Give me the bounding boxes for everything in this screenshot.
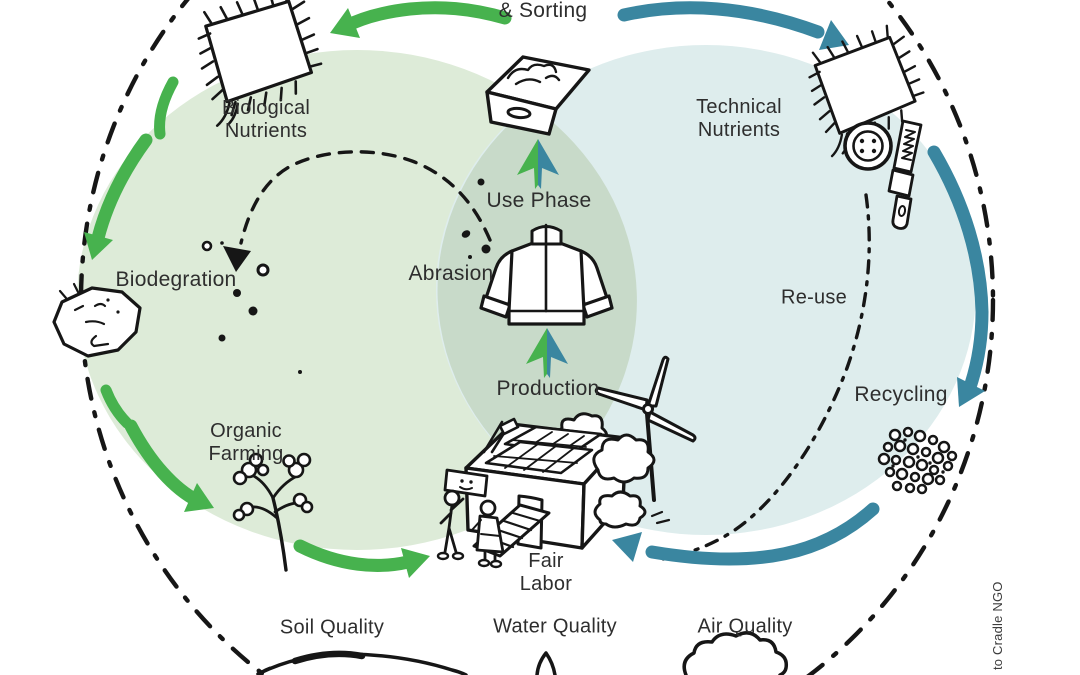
water-drop-icon xyxy=(535,651,557,675)
workers-icon xyxy=(436,468,505,569)
label-recycling: Recycling xyxy=(854,383,948,407)
label-production: Production xyxy=(496,377,600,401)
abrasion-trajectory-dashes xyxy=(223,150,492,272)
factory-icon xyxy=(436,355,697,569)
label-soil-quality: Soil Quality xyxy=(279,616,385,639)
sorting-box-icon xyxy=(485,55,591,136)
label-biological-nutrients: Biological Nutrients xyxy=(221,97,311,142)
crumpled-textile-icon xyxy=(52,282,142,358)
label-water-quality: Water Quality xyxy=(493,615,617,638)
outer-boundary-dashes xyxy=(78,0,996,675)
jacket-icon xyxy=(479,223,614,326)
label-organic-farming: Organic Farming xyxy=(208,420,284,465)
zipper-icon xyxy=(887,119,923,230)
abrasion-dots xyxy=(461,178,491,259)
label-sorting: & Sorting xyxy=(498,0,588,23)
label-use-phase: Use Phase xyxy=(486,189,592,213)
smiley-sign-icon xyxy=(443,468,489,498)
recycled-pellets-icon xyxy=(877,426,958,495)
reuse-trajectory-dashes xyxy=(656,193,871,562)
technical-cycle-arrows xyxy=(612,1,989,566)
label-reuse: Re-use xyxy=(781,286,847,309)
label-technical-nutrients: Technical Nutrients xyxy=(696,96,782,141)
cotton-plant-icon xyxy=(232,452,314,572)
wind-turbine-icon xyxy=(594,355,697,502)
button-icon xyxy=(843,121,893,171)
label-air-quality: Air Quality xyxy=(697,615,793,638)
biodegration-dots xyxy=(201,240,302,374)
soil-mound-icon xyxy=(256,650,468,675)
credit-text: to Cradle NGO xyxy=(990,581,1005,670)
label-fair-labor: Fair Labor xyxy=(519,550,573,595)
cloud-icon xyxy=(682,631,789,675)
label-biodegration: Biodegration xyxy=(115,268,237,292)
label-abrasion: Abrasion xyxy=(408,262,494,286)
biological-cycle-arrows xyxy=(84,1,512,578)
solar-panels-icon xyxy=(484,425,603,475)
